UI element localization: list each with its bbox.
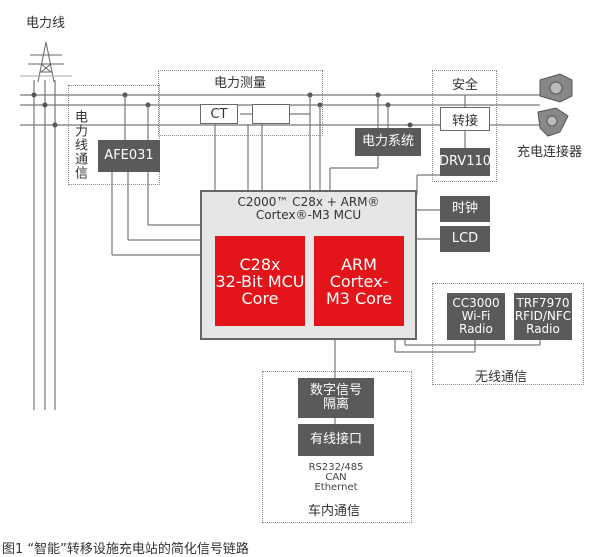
ct-block: CT [200,104,238,124]
safety-label: 安全 [452,78,479,93]
clock-block: 时钟 [440,196,490,222]
drv110-block: DRV110 [439,148,491,176]
wireless-group [432,283,584,385]
power-measure-group [158,70,323,136]
arm-cortex-core: ARM Cortex- M3 Core [314,236,404,326]
c28x-core: C28x 32-Bit MCU Core [215,236,305,326]
plc-group [68,85,160,185]
filter-block [252,104,290,124]
mcu-title: C2000™ C28x + ARM® Cortex®-M3 MCU [200,196,417,222]
afe031-block: AFE031 [98,140,160,172]
cc3000-block: CC3000 Wi-Fi Radio [447,293,505,340]
in-vehicle-group [262,371,412,523]
charge-connector-icon [537,73,573,137]
relay-block: 转接 [440,107,490,131]
wired-protocols-text: RS232/485 CAN Ethernet [308,462,364,493]
lcd-block: LCD [440,226,490,252]
power-line-label: 电力线 [26,16,66,31]
mcu-title-line2: Cortex®-M3 MCU [255,208,362,222]
plc-label: 电力线通信 [72,110,87,180]
mcu-title-line1: C2000™ C28x + ARM® [237,195,380,209]
wireless-label: 无线通信 [475,370,528,385]
power-measure-label: 电力测量 [214,76,267,91]
wired-interface-block: 有线接口 [298,424,374,456]
power-tower-icon [20,41,72,83]
power-system-block: 电力系统 [355,128,421,156]
charge-connector-label: 充电连接器 [517,145,583,160]
in-vehicle-label: 车内通信 [308,504,361,519]
trf7970-block: TRF7970 RFID/NFC Radio [514,293,572,340]
safety-group [432,70,497,182]
digital-isolation-block: 数字信号 隔离 [298,378,374,418]
